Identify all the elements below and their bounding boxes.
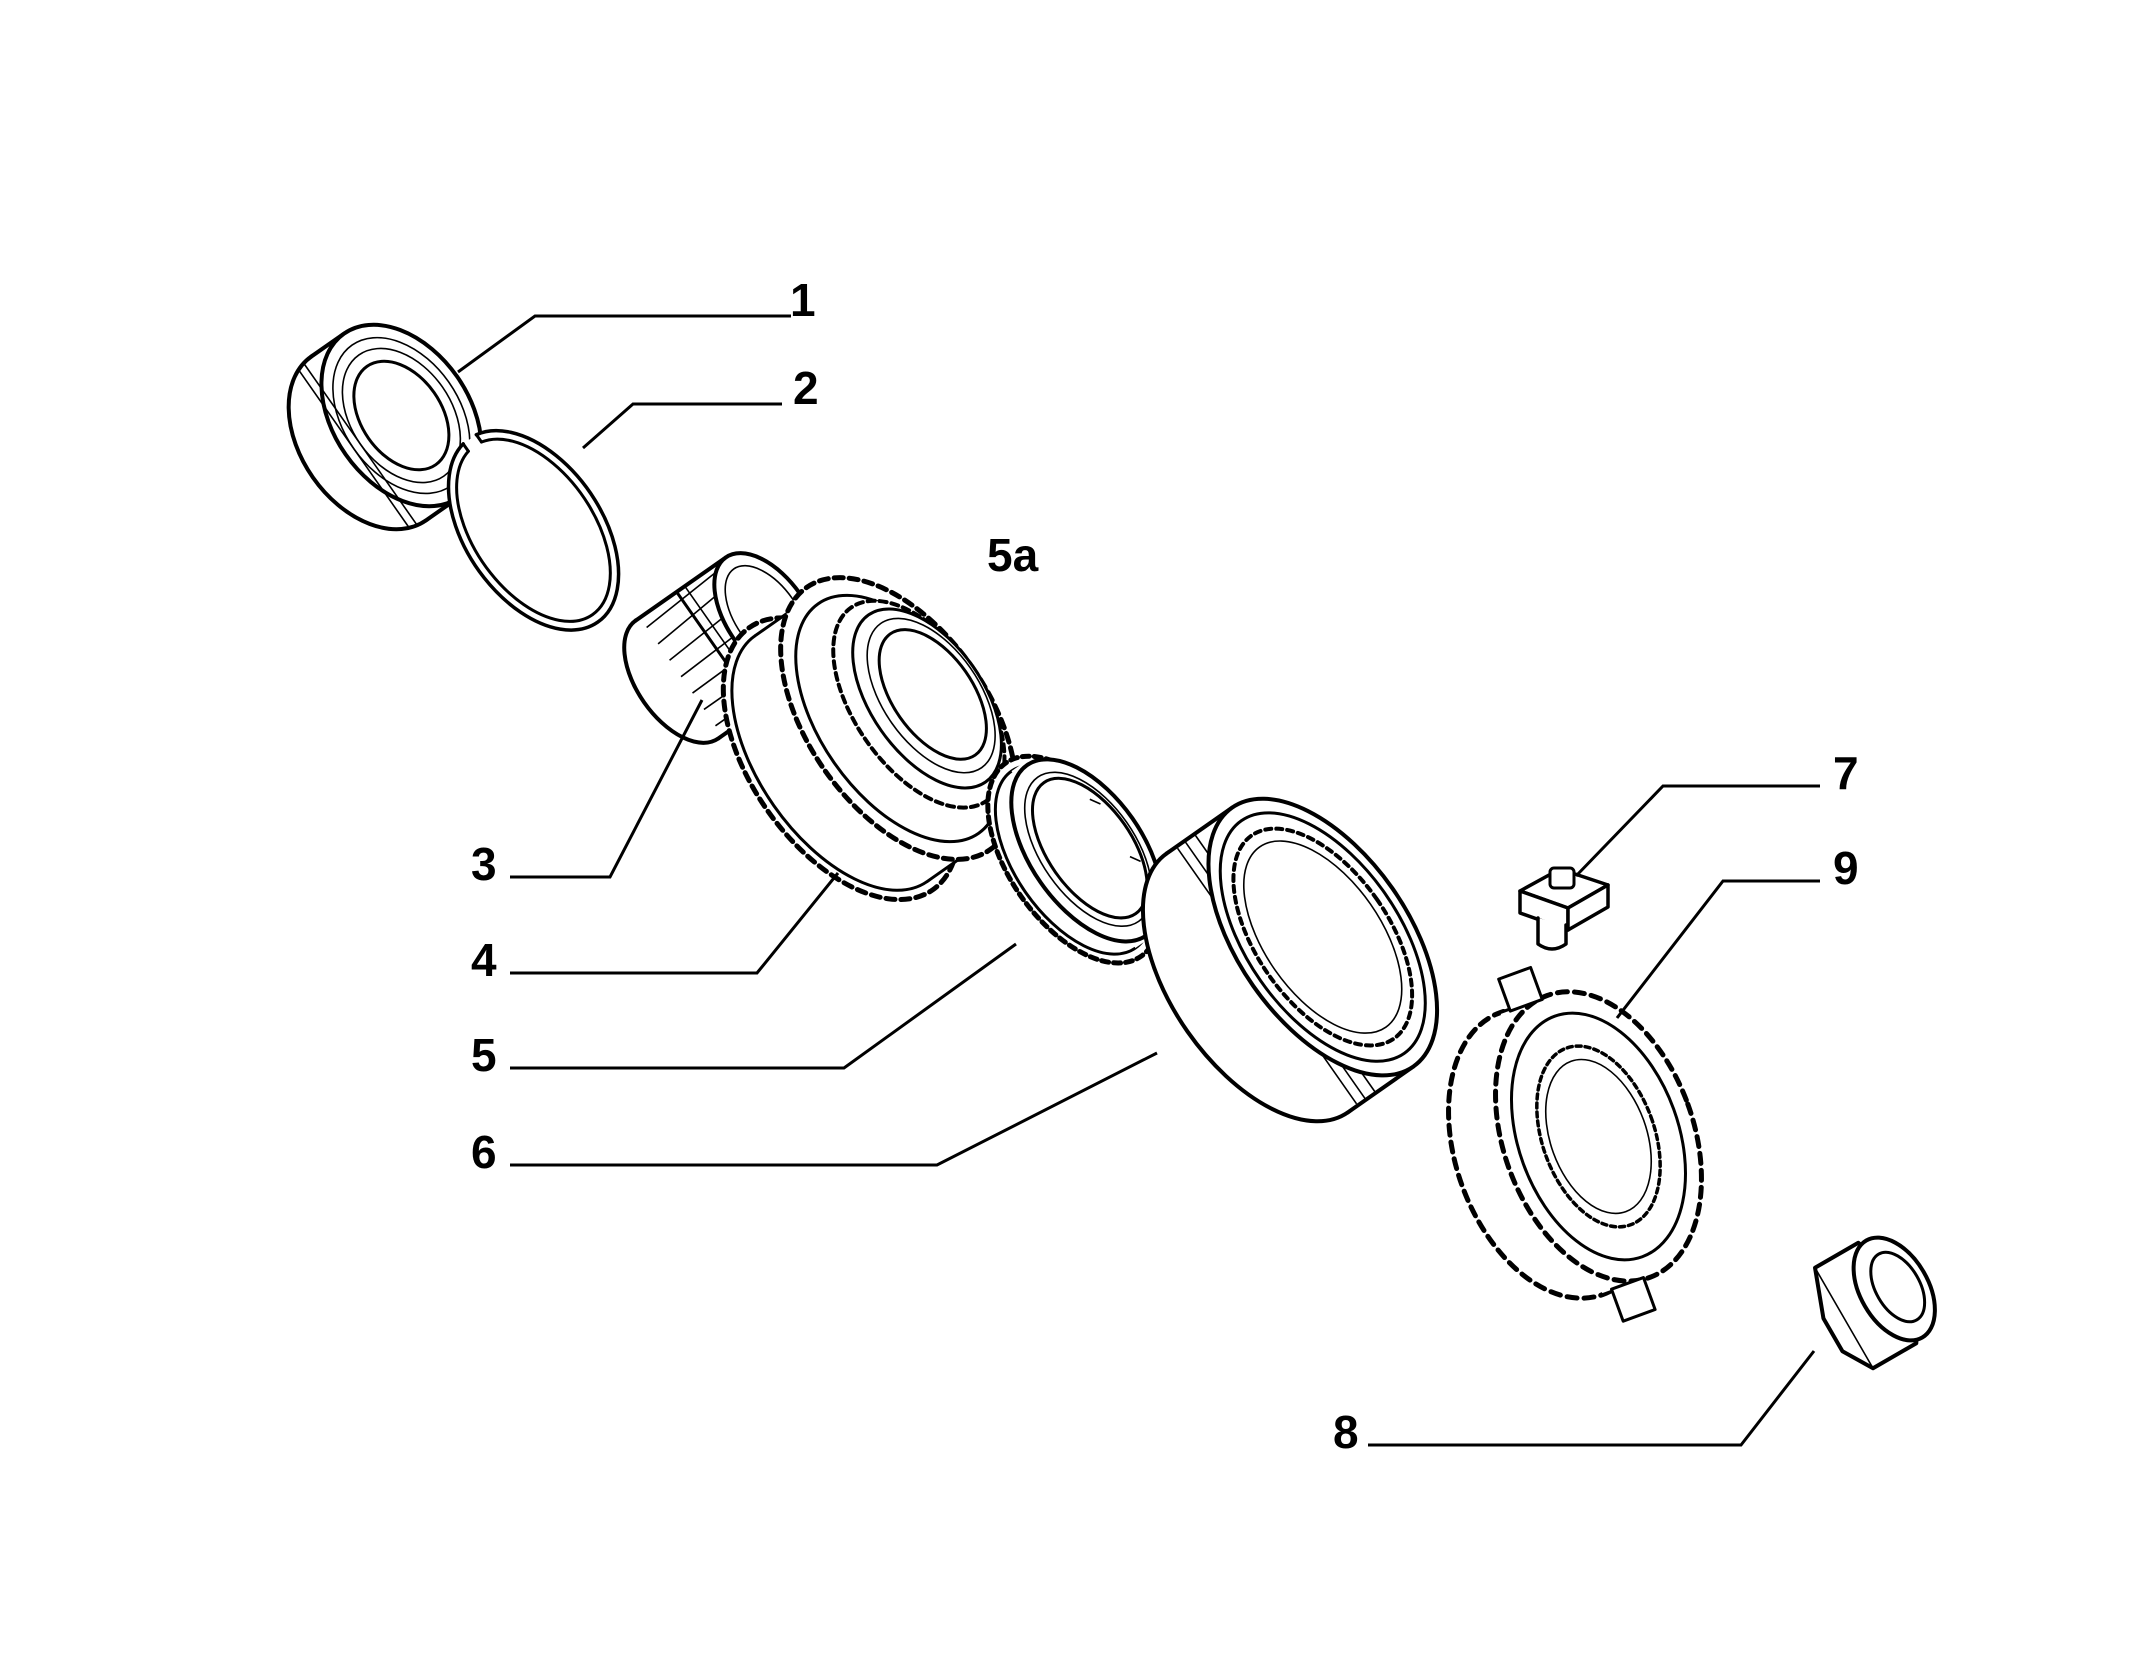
callout-3: 3 (471, 838, 497, 890)
leader-line-2 (582, 402, 782, 450)
part-4-gear (720, 575, 1019, 903)
leader-line-4 (510, 872, 840, 975)
leader-line-1 (457, 314, 791, 374)
part-6-sleeve (1140, 796, 1440, 1124)
part-2-circlip (446, 428, 621, 632)
callout-5: 5 (471, 1029, 497, 1081)
leader-line-5 (510, 942, 1017, 1070)
part-8-nut (1813, 1235, 1937, 1371)
leader-line-6 (510, 1051, 1158, 1167)
callout-9: 9 (1833, 842, 1859, 894)
callout-1: 1 (790, 274, 816, 326)
leader-line-8 (1368, 1350, 1816, 1447)
part-5-synchro-ring (985, 753, 1164, 966)
leader-line-3 (510, 699, 704, 879)
part-1-bearing (286, 322, 484, 532)
callout-2: 2 (793, 362, 819, 414)
part-9-synchro-hub (1446, 965, 1704, 1323)
callout-8: 8 (1333, 1406, 1359, 1458)
leader-line-7 (1574, 784, 1820, 878)
callout-5a: 5a (987, 529, 1039, 581)
part-7-shift-block (1518, 866, 1610, 951)
callout-7: 7 (1833, 747, 1859, 799)
callout-6: 6 (471, 1126, 497, 1178)
callout-4: 4 (471, 934, 497, 986)
leader-lines (457, 314, 1820, 1447)
leader-line-9 (1615, 879, 1820, 1019)
